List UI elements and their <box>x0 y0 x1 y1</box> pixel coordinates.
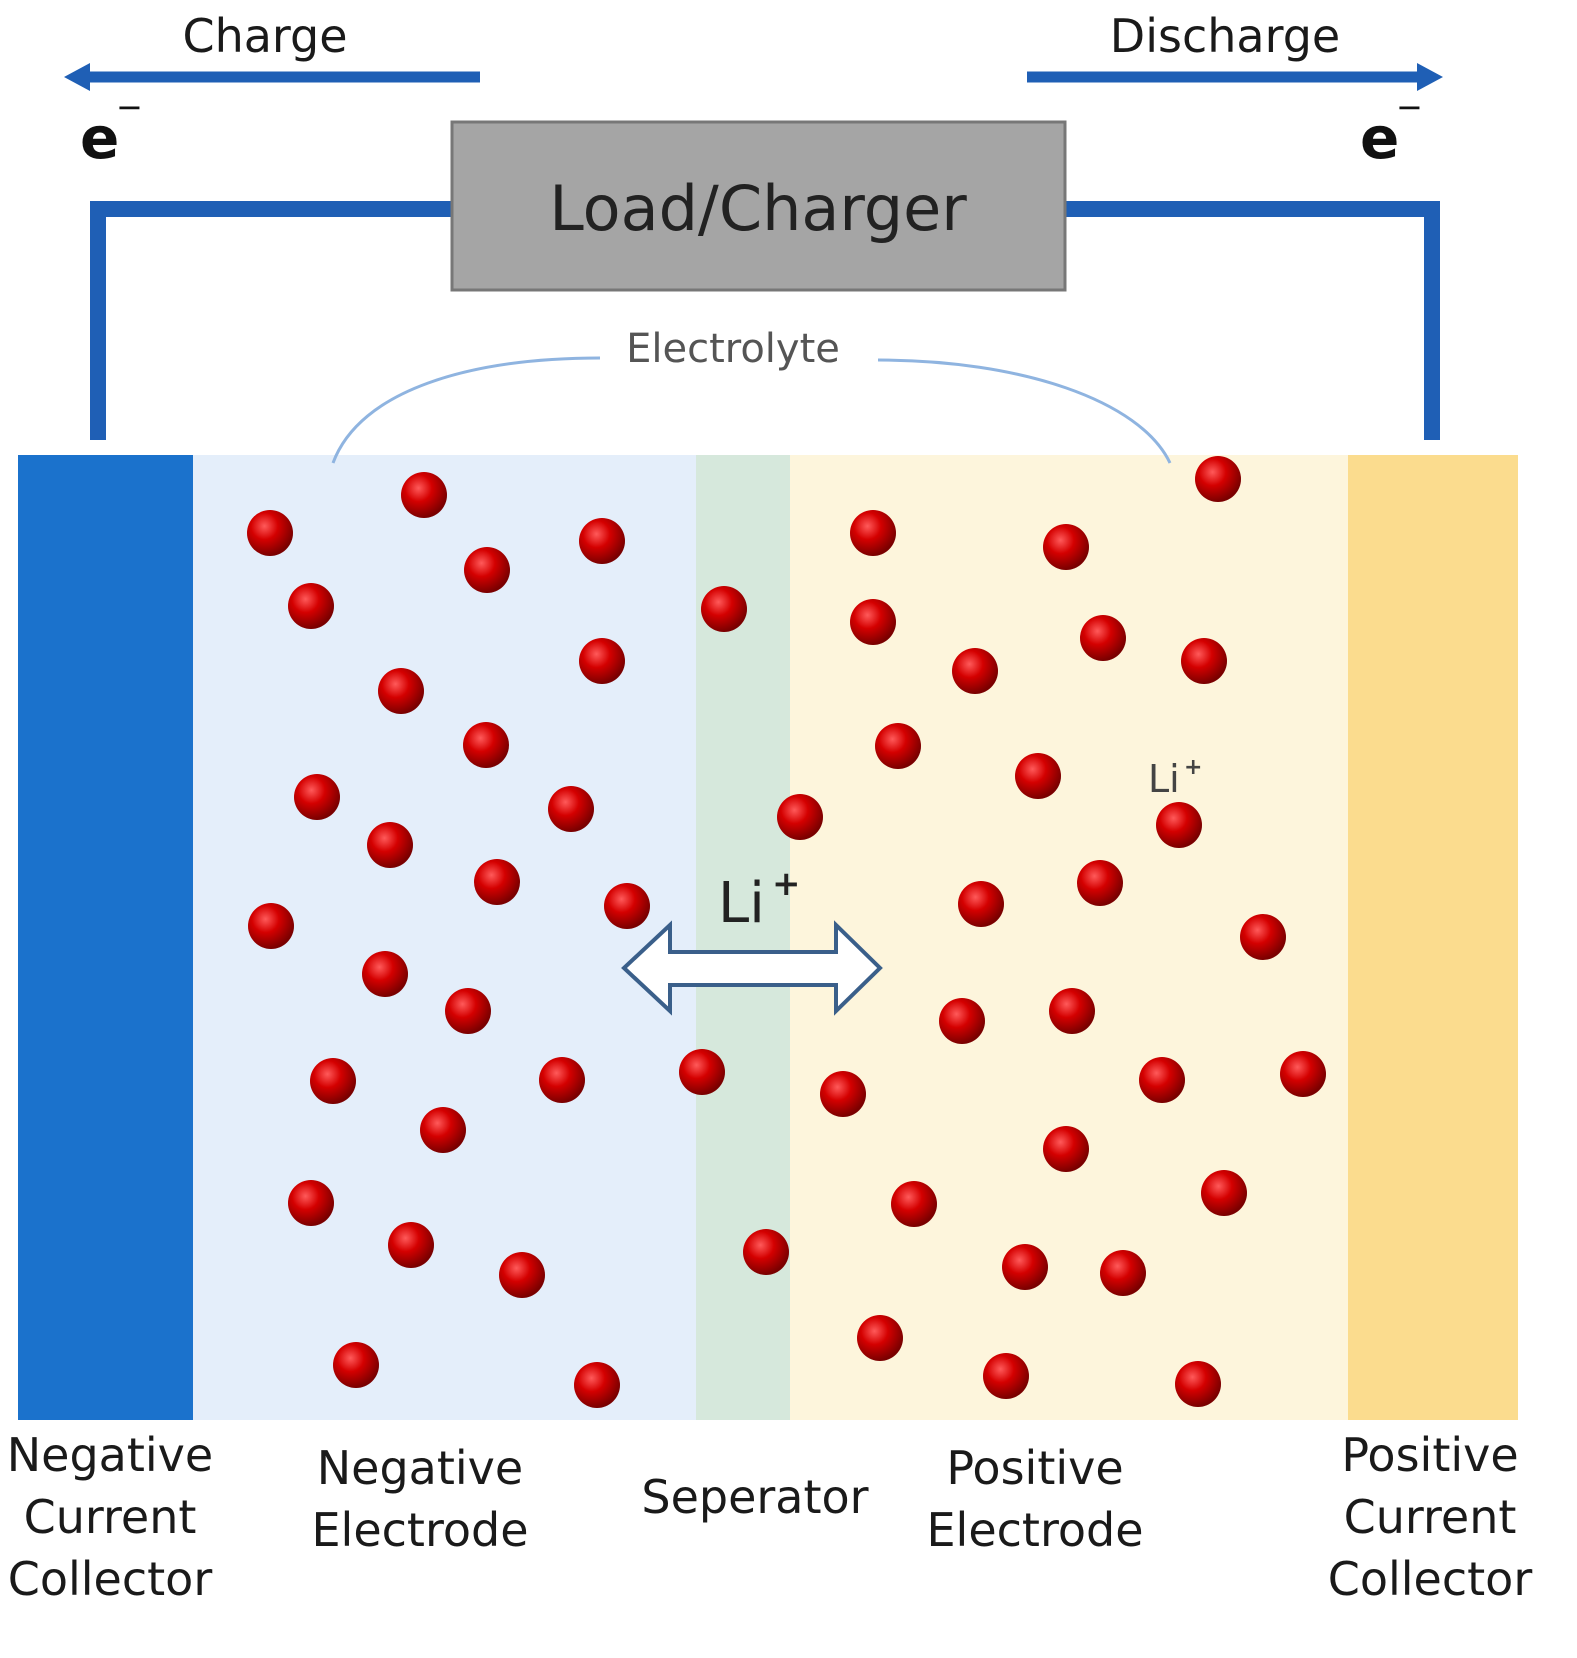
lithium-ion <box>474 859 520 905</box>
lithium-ion <box>939 998 985 1044</box>
lithium-ion <box>1043 1126 1089 1172</box>
lithium-ion <box>850 510 896 556</box>
electron-left: e − <box>80 88 143 172</box>
lithium-ion <box>952 648 998 694</box>
lithium-ion <box>288 1180 334 1226</box>
charge-arrow-head <box>64 63 90 91</box>
electron-charge: − <box>1396 88 1423 126</box>
electron-symbol: e <box>80 104 119 172</box>
lithium-ion <box>310 1058 356 1104</box>
ion-label-text: Li <box>1148 757 1180 801</box>
load-charger-box <box>450 120 1067 292</box>
lithium-ion <box>1077 860 1123 906</box>
lithium-ion <box>579 638 625 684</box>
lithium-ion <box>388 1222 434 1268</box>
lithium-ion <box>1156 802 1202 848</box>
discharge-label: Discharge <box>1110 9 1340 63</box>
lithium-ion <box>464 547 510 593</box>
lithium-ion <box>891 1181 937 1227</box>
ion-transfer-arrow <box>621 920 883 1016</box>
ion-label-small: Li + <box>1148 755 1202 801</box>
lithium-ion <box>362 951 408 997</box>
lithium-ion <box>1175 1361 1221 1407</box>
lithium-ion <box>288 583 334 629</box>
lithium-ion <box>420 1107 466 1153</box>
neg-collector-label: Negative Current Collector <box>6 1428 214 1606</box>
electron-symbol: e <box>1360 104 1399 172</box>
lithium-ion <box>983 1353 1029 1399</box>
lithium-ion <box>1181 638 1227 684</box>
lithium-ion <box>294 774 340 820</box>
electrolyte-arc-left <box>331 356 601 464</box>
lithium-ion <box>499 1252 545 1298</box>
electrolyte-label: Electrolyte <box>626 326 840 372</box>
lithium-ion <box>850 599 896 645</box>
lithium-ion <box>1280 1051 1326 1097</box>
lithium-ion <box>1100 1250 1146 1296</box>
lithium-ion <box>445 988 491 1034</box>
lithium-ion <box>539 1057 585 1103</box>
ion-label-charge: + <box>1184 755 1202 780</box>
lithium-ion <box>875 723 921 769</box>
lithium-ion <box>1049 988 1095 1034</box>
lithium-ion <box>548 786 594 832</box>
lithium-ion <box>463 722 509 768</box>
lithium-ion <box>679 1049 725 1095</box>
wire-right <box>1065 201 1440 440</box>
lithium-ion <box>701 586 747 632</box>
lithium-ion <box>1002 1244 1048 1290</box>
electrolyte-arc-right <box>877 358 1172 464</box>
lithium-ion <box>378 668 424 714</box>
discharge-arrow-head <box>1417 63 1443 91</box>
lithium-ion <box>401 472 447 518</box>
lithium-ion <box>1015 753 1061 799</box>
lithium-ion <box>1201 1170 1247 1216</box>
lithium-ions <box>247 456 1326 1408</box>
pos-collector-label: Positive Current Collector <box>1327 1428 1533 1606</box>
electron-right: e − <box>1360 88 1423 172</box>
positive-current-collector <box>1348 455 1518 1420</box>
lithium-ion <box>777 794 823 840</box>
wire-left <box>90 201 452 440</box>
pos-electrode-label: Positive Electrode <box>926 1441 1144 1557</box>
lithium-ion <box>247 510 293 556</box>
lithium-ion <box>1240 914 1286 960</box>
negative-current-collector <box>18 455 193 1420</box>
ion-label-main: Li + <box>718 864 801 936</box>
lithium-ion <box>1080 615 1126 661</box>
separator-label: Seperator <box>641 1470 869 1524</box>
lithium-ion <box>820 1071 866 1117</box>
electron-charge: − <box>116 88 143 126</box>
lithium-ion <box>604 883 650 929</box>
lithium-ion <box>1043 524 1089 570</box>
charge-label: Charge <box>182 9 347 63</box>
lithium-ion <box>248 903 294 949</box>
neg-electrode-label: Negative Electrode <box>311 1441 529 1557</box>
lithium-ion <box>1195 456 1241 502</box>
ion-label-text: Li <box>718 871 765 936</box>
lithium-ion <box>333 1342 379 1388</box>
lithium-ion <box>1139 1057 1185 1103</box>
lithium-ion <box>857 1315 903 1361</box>
ion-label-charge: + <box>772 864 801 904</box>
lithium-ion <box>367 822 413 868</box>
lithium-ion <box>743 1229 789 1275</box>
load-charger-label: Load/Charger <box>549 172 967 245</box>
lithium-ion <box>579 518 625 564</box>
lithium-ion <box>958 881 1004 927</box>
lithium-ion <box>574 1362 620 1408</box>
